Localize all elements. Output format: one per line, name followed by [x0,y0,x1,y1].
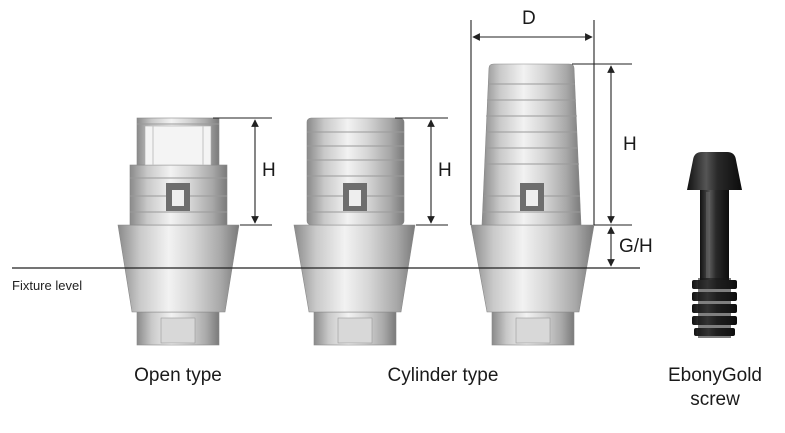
open-type-caption: Open type [134,365,222,386]
cylinder-type-height-dimension [395,117,448,226]
open-type-abutment [117,117,240,346]
ebonygold-screw [687,152,742,338]
cylinder-type-abutment [293,117,416,346]
cylinder-type-height-label: H [438,160,452,181]
diameter-label: D [522,8,536,29]
tall-height-label: H [623,134,637,155]
tall-height-dimension [572,63,632,226]
ebonygold-caption-line1: EbonyGold [667,365,762,386]
diameter-dimension [470,20,595,225]
ebonygold-screw-caption: EbonyGold screw [645,364,785,412]
open-type-height-dimension [213,117,272,226]
fixture-level-label: Fixture level [12,278,83,293]
tall-abutment [470,63,595,346]
cylinder-type-caption: Cylinder type [387,365,499,386]
gingival-height-label: G/H [619,236,653,257]
open-type-height-label: H [262,160,276,181]
ebonygold-caption-line2: screw [690,389,740,410]
